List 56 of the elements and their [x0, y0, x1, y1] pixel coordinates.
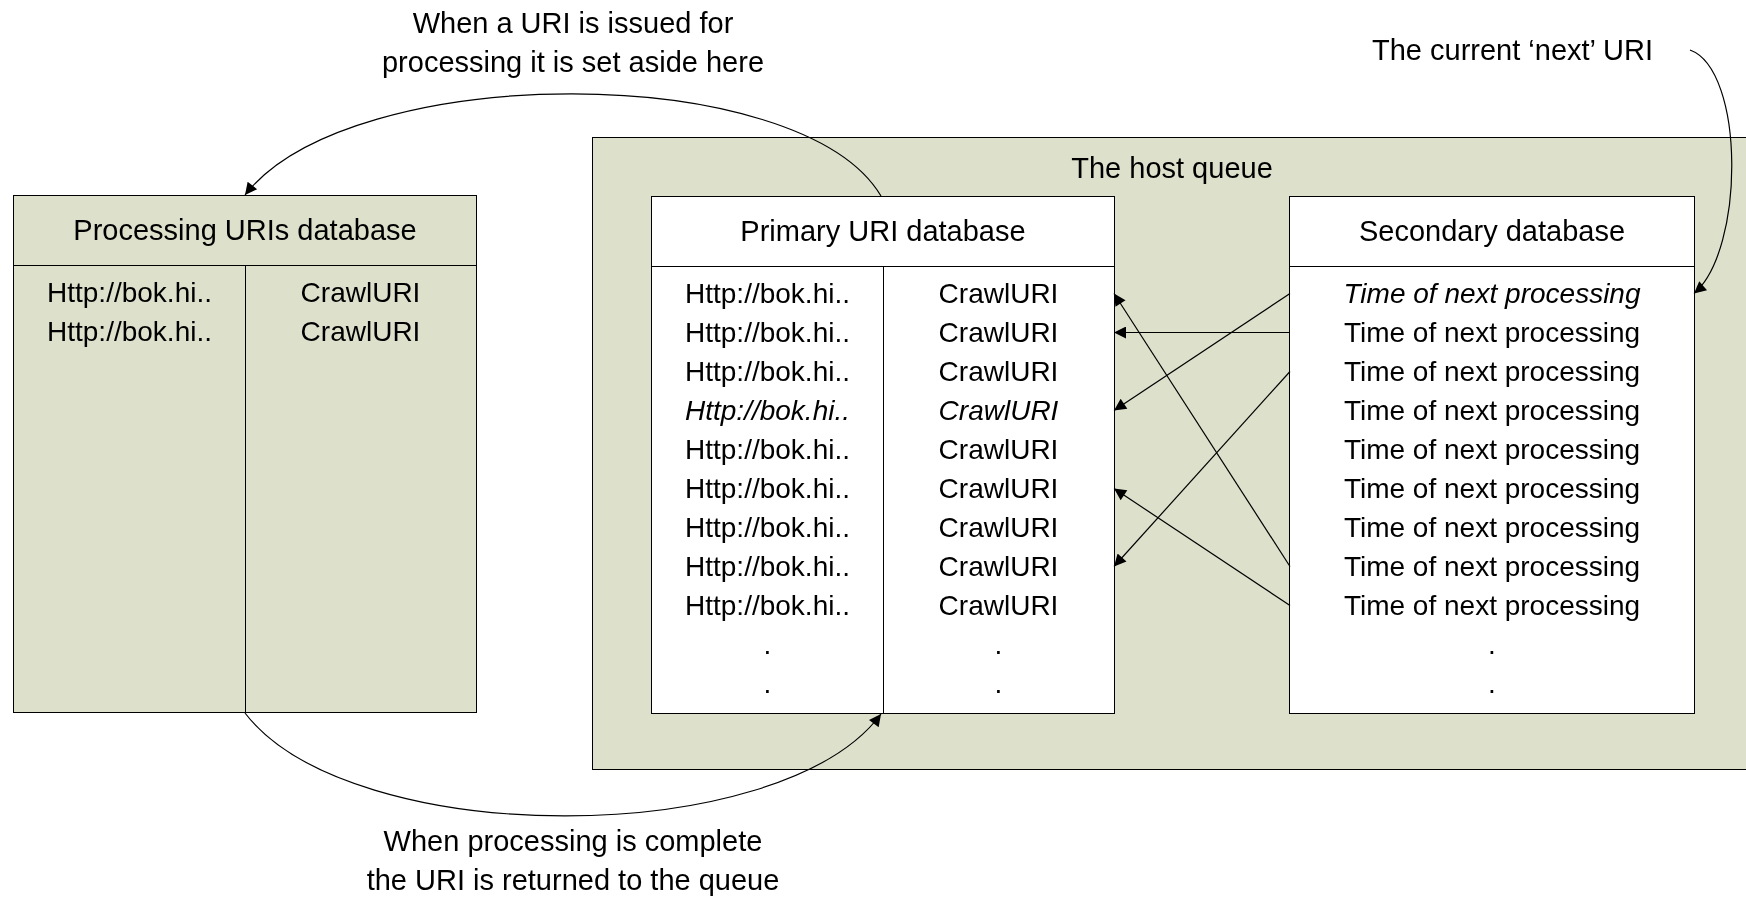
table-cell-text: Http://bok.hi..: [685, 550, 850, 582]
arrow: [1113, 487, 1291, 607]
table-cell-text: Time of next processing: [1343, 355, 1641, 387]
table-cell-text: Time of next processing: [1343, 316, 1641, 348]
table-cell-text: Http://bok.hi..: [685, 589, 850, 621]
table-cell-text: .: [994, 667, 1003, 699]
table-cell-text: Time of next processing: [1343, 277, 1641, 309]
table-cell-text: CrawlURI: [938, 355, 1059, 387]
table-cell-text: Time of next processing: [1343, 433, 1641, 465]
panel-title: The host queue: [1071, 152, 1273, 186]
table-header: Secondary database: [1290, 197, 1694, 267]
table-cell-text: Time of next processing: [1343, 550, 1641, 582]
annotation-text: The current ‘next’ URI: [1372, 30, 1690, 70]
table-cell-text: Time of next processing: [1343, 589, 1641, 621]
table-cell-text: CrawlURI: [938, 472, 1059, 504]
arrow: [244, 712, 882, 817]
table-cell-text: Http://bok.hi..: [685, 316, 850, 348]
table-cell-text: .: [994, 628, 1003, 660]
table-cell-text: CrawlURI: [938, 550, 1059, 582]
table-cell-text: Http://bok.hi..: [685, 394, 850, 426]
arrow: [1689, 49, 1733, 295]
table-cell-text: CrawlURI: [938, 316, 1059, 348]
arrow: [1113, 292, 1291, 412]
table-cell-text: CrawlURI: [938, 511, 1059, 543]
arrow: [1113, 292, 1291, 568]
database-table: [651, 196, 1115, 714]
table-cell-text: Time of next processing: [1343, 394, 1641, 426]
database-table: [1289, 196, 1695, 714]
table-cell-text: Http://bok.hi..: [685, 511, 850, 543]
table-cell-text: CrawlURI: [938, 433, 1059, 465]
table-cell-text: Http://bok.hi..: [47, 276, 212, 308]
table-cell-text: Http://bok.hi..: [685, 433, 850, 465]
table-cell-text: CrawlURI: [938, 394, 1059, 426]
table-header: Primary URI database: [652, 197, 1114, 267]
table-cell-text: .: [763, 628, 772, 660]
arrow: [1113, 370, 1291, 568]
arrow: [1113, 326, 1291, 339]
edge-label: When a URI is issued for processing it is set aside here: [382, 7, 764, 78]
arrow: [244, 93, 882, 197]
table-header: Processing URIs database: [14, 196, 476, 266]
table-cell-text: Time of next processing: [1343, 511, 1641, 543]
table-cell-text: .: [1488, 667, 1496, 699]
table-cell-text: CrawlURI: [300, 276, 421, 308]
table-cell-text: Time of next processing: [1343, 472, 1641, 504]
table-cell-text: .: [1488, 628, 1496, 660]
queue-panel: [592, 137, 1746, 770]
table-cell-text: CrawlURI: [938, 589, 1059, 621]
edge-label: When processing is complete the URI is returned to the queue: [366, 825, 780, 896]
database-table: [13, 195, 477, 713]
table-cell-text: Http://bok.hi..: [685, 472, 850, 504]
table-cell-text: Http://bok.hi..: [685, 277, 850, 309]
table-cell-text: Http://bok.hi..: [685, 355, 850, 387]
table-cell-text: CrawlURI: [300, 315, 421, 347]
table-cell-text: Http://bok.hi..: [47, 315, 212, 347]
table-cell-text: .: [763, 667, 772, 699]
table-cell-text: CrawlURI: [938, 277, 1059, 309]
